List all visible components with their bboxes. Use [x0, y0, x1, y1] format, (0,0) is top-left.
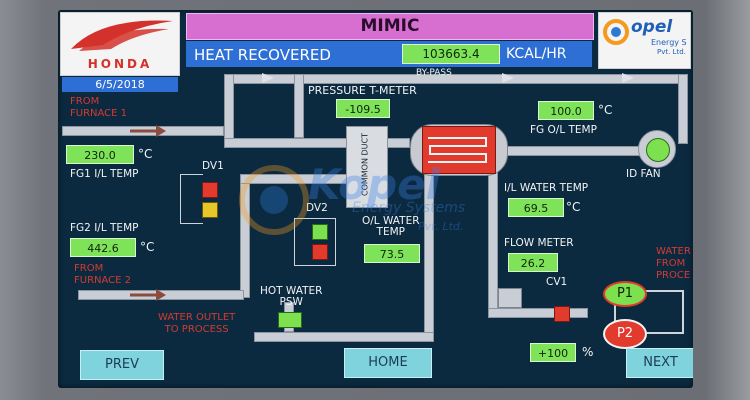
pressure-tap-pipe — [294, 74, 304, 138]
heat-recovered-value: 103663.4 — [402, 44, 500, 64]
dv2-bracket — [294, 218, 336, 266]
honda-logo: HONDA — [60, 12, 180, 76]
hmi-screen: HONDA 6/5/2018 MIMIC HEAT RECOVERED 1036… — [58, 10, 693, 388]
fg-ol-temp-label: FG O/L TEMP — [530, 124, 597, 136]
bypass-arrow-icon — [262, 73, 274, 83]
fg1-temp-unit: °C — [138, 147, 153, 161]
home-button[interactable]: HOME — [344, 348, 432, 378]
pressure-value: -109.5 — [336, 99, 390, 118]
from-furnace-1-label: FROM FURNACE 1 — [70, 96, 128, 119]
cold-water-in-pipe — [488, 170, 498, 314]
pump-p2[interactable]: P2 — [603, 319, 647, 349]
honda-logo-text: HONDA — [87, 57, 153, 71]
water-from-process-label: WATER FROM PROCE — [656, 246, 691, 281]
watermark-sub1: Energy Systems — [352, 200, 466, 216]
dv1-label: DV1 — [202, 160, 224, 172]
bypass-arrow-icon — [622, 73, 634, 83]
pressure-t-meter-label: PRESSURE T-METER — [308, 84, 417, 97]
bypass-down-pipe — [678, 74, 688, 144]
company-logo-text: opel — [631, 17, 673, 37]
company-logo-sub2: Pvt. Ltd. — [657, 48, 686, 56]
dv2-valve-open[interactable] — [312, 224, 328, 240]
id-fan[interactable] — [638, 130, 676, 168]
fg2-il-temp-label: FG2 I/L TEMP — [70, 222, 139, 234]
cv1-valve[interactable] — [554, 306, 570, 322]
watermark-text: Kopel — [308, 160, 441, 209]
psw-indicator — [278, 312, 302, 328]
ol-water-temp-label: O/L WATER TEMP — [362, 215, 420, 238]
coil-icon — [428, 137, 487, 163]
bypass-riser-pipe — [224, 74, 234, 140]
from-furnace-2-label: FROM FURNACE 2 — [74, 263, 132, 286]
prev-button[interactable]: PREV — [80, 350, 164, 380]
cold-water-return-pipe — [488, 308, 588, 318]
flow-meter-value: 26.2 — [508, 253, 558, 272]
fg-ol-temp-value: 100.0 — [538, 101, 594, 120]
dv2-valve-closed[interactable] — [312, 244, 328, 260]
il-water-temp-unit: °C — [566, 200, 581, 214]
heat-recovered-unit: KCAL/HR — [506, 46, 567, 62]
common-duct — [346, 126, 388, 208]
hot-water-psw-label: HOT WATER PSW — [260, 285, 323, 308]
page-title: MIMIC — [360, 16, 420, 36]
cv1-percent-value: +100 — [530, 343, 576, 362]
flow-arrow-icon — [130, 125, 166, 137]
next-button[interactable]: NEXT — [626, 348, 693, 378]
main-duct-pipe — [224, 138, 410, 148]
pump-loop — [614, 290, 684, 334]
date-display: 6/5/2018 — [62, 77, 178, 92]
id-fan-label: ID FAN — [626, 168, 661, 180]
fg1-temp-value: 230.0 — [66, 145, 134, 164]
heat-recovered-bar: HEAT RECOVERED 103663.4 KCAL/HR — [186, 41, 592, 67]
company-swirl-icon — [603, 19, 629, 45]
fg1-il-temp-label: FG1 I/L TEMP — [70, 168, 139, 180]
pump-p1[interactable]: P1 — [603, 281, 647, 307]
il-water-temp-label: I/L WATER TEMP — [504, 182, 589, 194]
cv1-percent-unit: % — [582, 345, 594, 359]
flow-meter-label: FLOW METER — [504, 237, 574, 249]
company-logo: opel Energy S Pvt. Ltd. — [598, 12, 691, 69]
dv2-label: DV2 — [306, 202, 328, 214]
ol-water-temp-value: 73.5 — [364, 244, 420, 263]
water-outlet-pipe — [254, 332, 434, 342]
dv1-bracket — [180, 174, 203, 224]
bypass-arrow-icon — [502, 73, 514, 83]
heat-exchanger-core — [422, 126, 496, 174]
watermark-swirl-icon — [239, 165, 309, 235]
watermark-sub2: Pvt. Ltd. — [418, 220, 464, 233]
bypass-label: BY-PASS — [416, 68, 452, 78]
dv1-valve-closed[interactable] — [202, 182, 218, 198]
il-water-temp-value: 69.5 — [508, 198, 564, 217]
flow-arrow-icon — [130, 289, 166, 301]
cv1-label: CV1 — [546, 276, 568, 288]
honda-wing-icon — [71, 20, 173, 51]
dv1-valve-open[interactable] — [202, 202, 218, 218]
exhaust-pipe — [504, 146, 654, 156]
title-bar: MIMIC — [186, 13, 594, 40]
fg2-temp-unit: °C — [140, 240, 155, 254]
fg-ol-temp-unit: °C — [598, 103, 613, 117]
fan-icon — [646, 138, 670, 162]
fg2-temp-value: 442.6 — [70, 238, 136, 257]
water-outlet-to-process-label: WATER OUTLET TO PROCESS — [158, 312, 236, 335]
heat-recovered-label: HEAT RECOVERED — [194, 46, 331, 64]
flow-meter-device — [498, 288, 522, 308]
company-logo-sub1: Energy S — [651, 38, 687, 47]
